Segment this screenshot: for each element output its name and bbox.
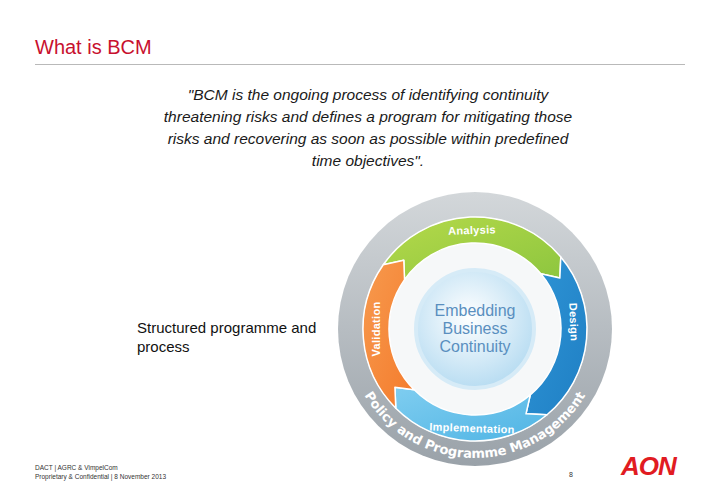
center-disc (416, 270, 534, 388)
stage-arrow (363, 260, 414, 408)
slide-title: What is BCM (35, 36, 152, 59)
center-text: Embedding Business Continuity (427, 302, 523, 356)
footer-text: DACT | AGRC & VimpelCom (35, 464, 118, 472)
stage-label: Design (567, 303, 580, 342)
page-number: 8 (569, 471, 573, 479)
center-circle: Embedding Business Continuity (413, 267, 537, 391)
cycle-stage: Implementation (392, 385, 549, 443)
stage-arrow-shape (392, 385, 549, 443)
title-rule (35, 64, 685, 65)
company-logo: AON (621, 452, 676, 480)
cycle-stage: Validation (361, 258, 417, 411)
ring-inner (363, 217, 587, 441)
footer-text: Proprietary & Confidential | 8 November … (35, 473, 166, 481)
stage-arrow (395, 387, 547, 441)
policy-ring: Policy and Programme ManagementAnalysisD… (337, 191, 613, 467)
stage-arrow-shape (361, 258, 417, 411)
ring-band (338, 192, 612, 466)
stage-label: Validation (370, 302, 382, 357)
stage-label: Analysis (448, 223, 496, 237)
side-note: Structured programme and process (137, 318, 325, 356)
definition-quote: "BCM is the ongoing process of identifyi… (163, 84, 573, 172)
